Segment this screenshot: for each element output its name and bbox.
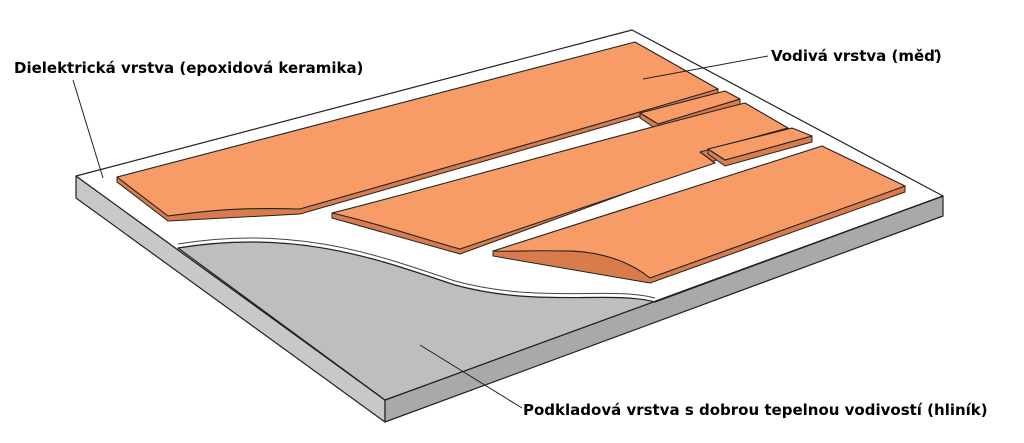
copper-pad-3 [492, 145, 906, 279]
substrate-exposed-region [177, 195, 944, 401]
label-conductive-layer: Vodivá vrstva (měď) [771, 47, 942, 65]
copper-pad-1 [116, 41, 719, 217]
label-dielectric-layer: Dielektrická vrstva (epoxidová keramika) [14, 59, 363, 77]
copper-pad-2 [331, 102, 789, 250]
label-substrate-layer: Podkladová vrstva s dobrou tepelnou vodi… [523, 401, 988, 419]
copper-strip-small-2 [707, 127, 813, 161]
leader-line-conductive [642, 55, 769, 80]
leader-line-substrate [419, 344, 523, 409]
dielectric-cut-edge [177, 237, 656, 299]
copper-strip-small-1 [639, 90, 741, 125]
leader-line-dielectric [72, 79, 104, 179]
